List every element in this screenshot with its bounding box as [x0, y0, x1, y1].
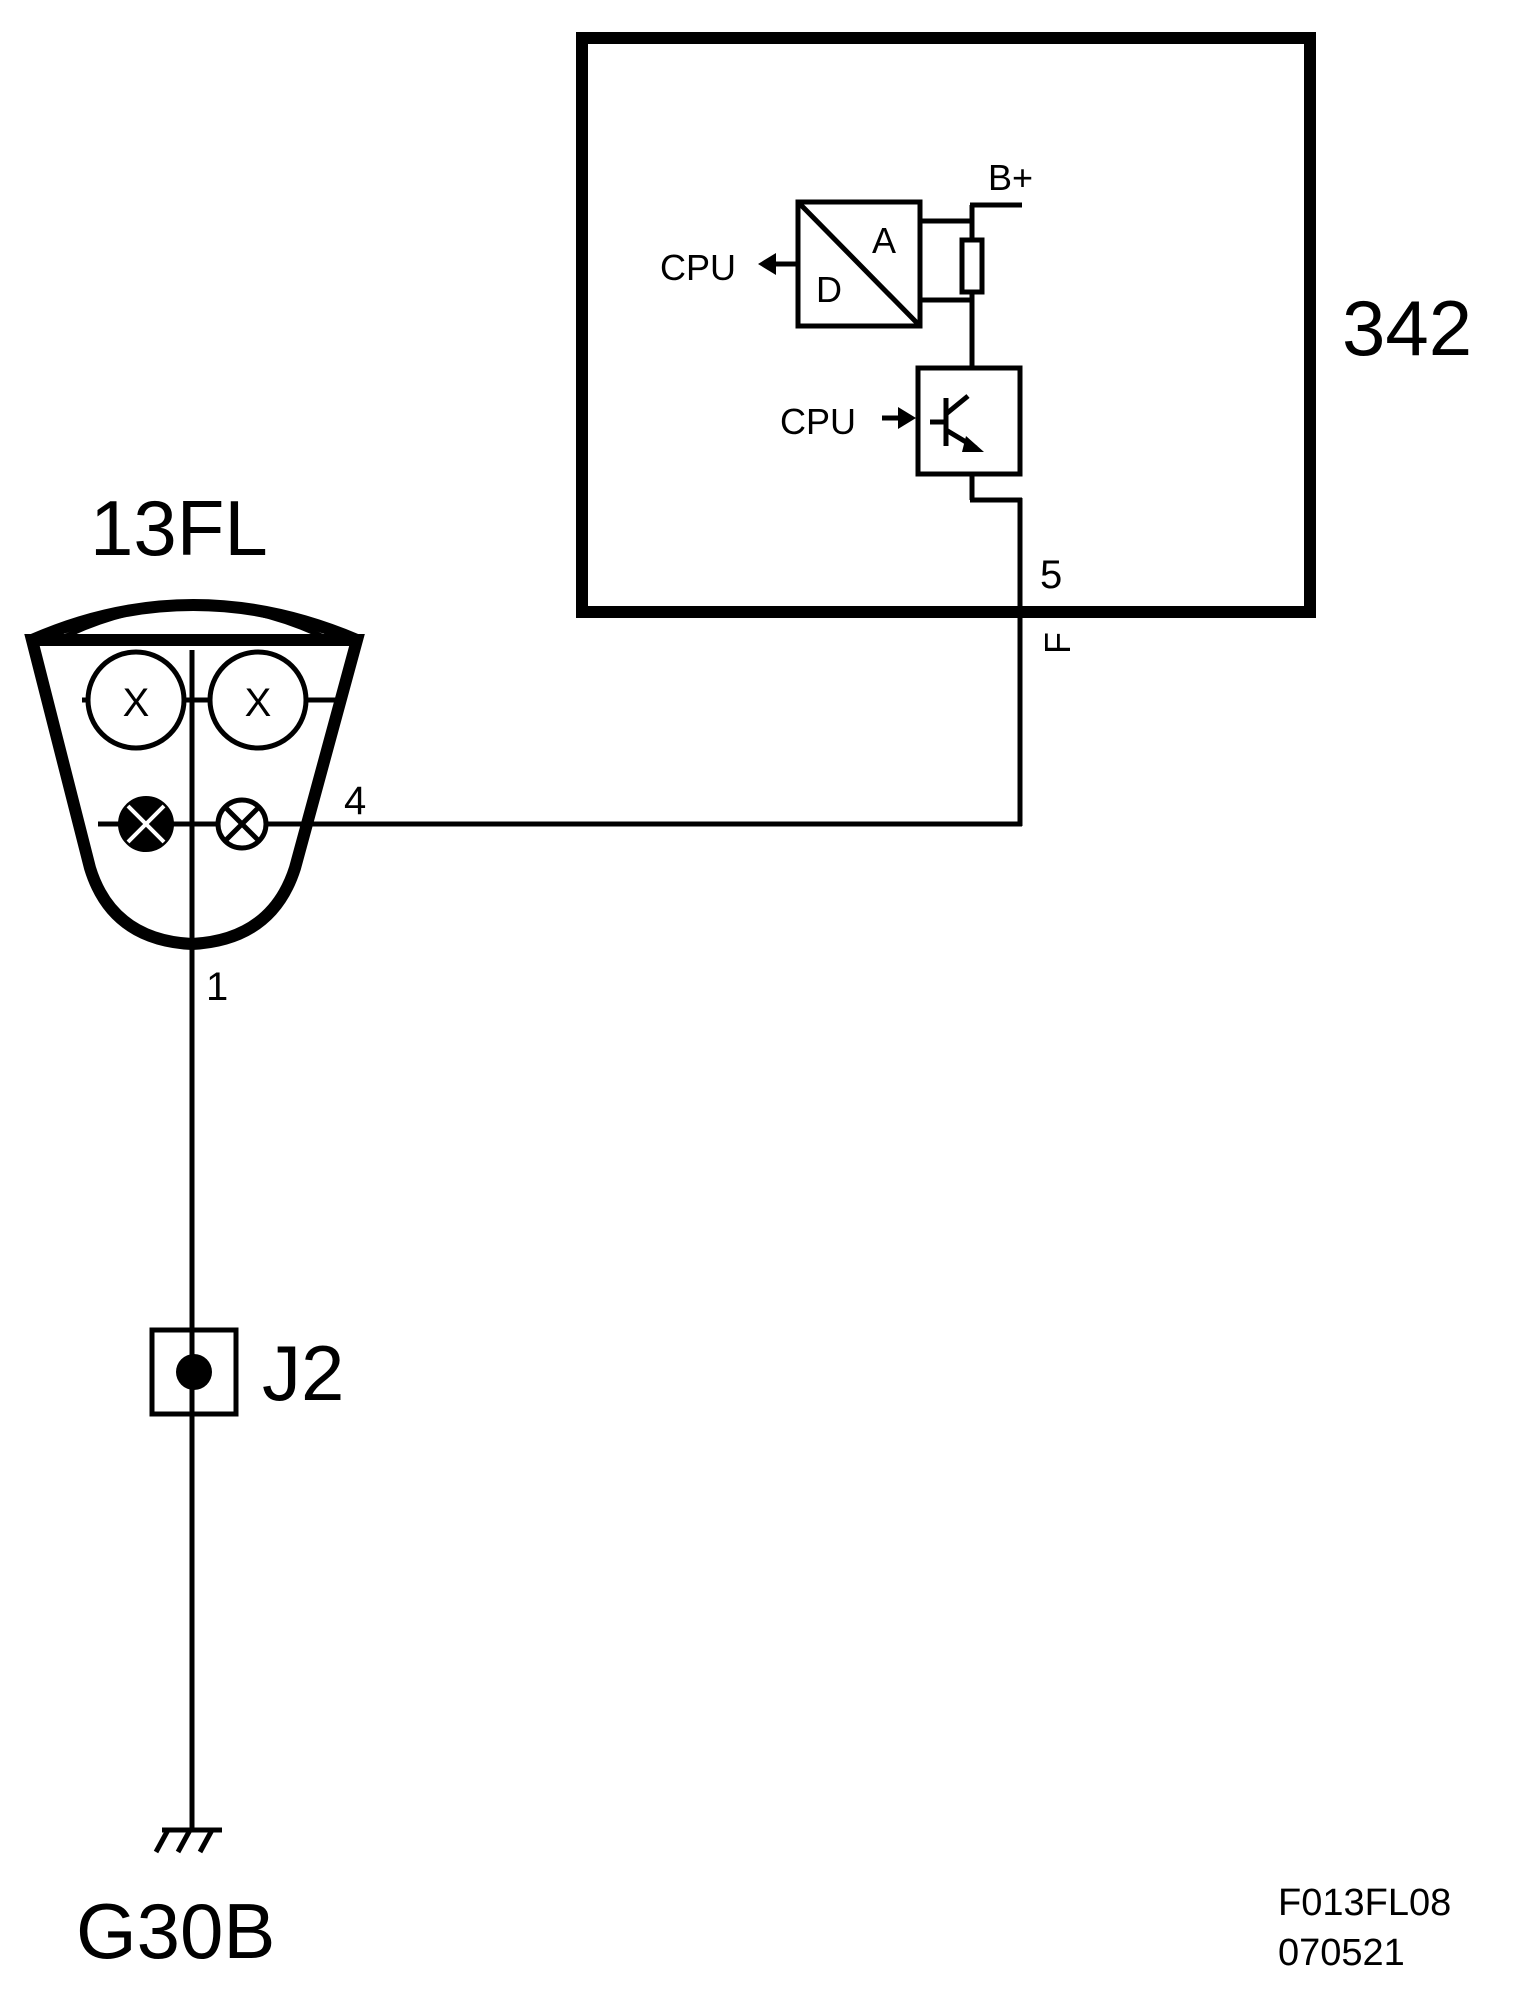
lamp-x-left-label: X	[123, 681, 150, 725]
lamp-x-left[interactable]	[85, 649, 187, 751]
cpu-out-label: CPU	[660, 247, 736, 288]
cpu-in-arrow	[882, 407, 916, 429]
cpu-in-label: CPU	[780, 401, 856, 442]
connector-f-label: F	[1037, 632, 1078, 654]
bulb-left[interactable]	[118, 796, 174, 852]
module-342-box[interactable]	[576, 32, 1316, 618]
resistor[interactable]	[959, 237, 985, 295]
lamp-unit-label: 13FL	[90, 484, 268, 572]
transistor[interactable]	[915, 365, 1023, 477]
drawing-code: F013FL08	[1278, 1882, 1451, 1924]
module-342-label: 342	[1342, 284, 1472, 372]
pin-5-label: 5	[1040, 553, 1062, 597]
adc-label-d: D	[816, 269, 842, 310]
pin-4-label: 4	[344, 779, 366, 823]
splice-j2[interactable]	[149, 1327, 239, 1417]
ground-symbol-icon	[153, 1827, 222, 1854]
pin-1-label: 1	[206, 965, 228, 1009]
supply-label: B+	[988, 157, 1033, 198]
lamp-x-right[interactable]	[207, 649, 309, 751]
bulb-right[interactable]	[215, 797, 269, 851]
splice-label: J2	[262, 1329, 344, 1417]
adc-label-a: A	[872, 220, 896, 261]
cpu-out-arrow	[758, 253, 798, 275]
ground-label: G30B	[76, 1887, 275, 1975]
drawing-date: 070521	[1278, 1932, 1405, 1974]
lamp-x-right-label: X	[245, 681, 272, 725]
